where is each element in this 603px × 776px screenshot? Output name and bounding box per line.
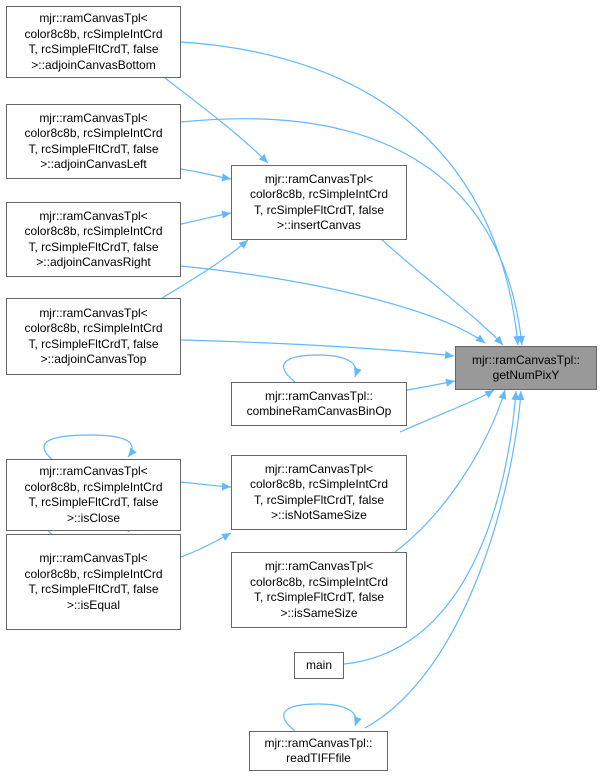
node-line: >::adjoinCanvasLeft bbox=[40, 157, 147, 171]
node-line: readTIFFfile bbox=[286, 751, 351, 765]
node-adjoin-canvas-top[interactable]: mjr::ramCanvasTpl< color8c8b, rcSimpleIn… bbox=[6, 298, 181, 375]
edge-isnotsame-target bbox=[399, 389, 495, 433]
node-line: mjr::ramCanvasTpl:: bbox=[264, 388, 373, 403]
node-line: mjr::ramCanvasTpl< bbox=[39, 464, 148, 478]
node-line: >::isClose bbox=[66, 510, 121, 525]
node-line: T, rcSimpleFltCrdT, false bbox=[28, 141, 159, 156]
node-line: mjr::ramCanvasTpl< bbox=[264, 461, 374, 476]
node-line: T, rcSimpleFltCrdT, false bbox=[28, 239, 159, 254]
node-line: mjr::ramCanvasTpl< bbox=[39, 110, 148, 125]
node-is-equal[interactable]: mjr::ramCanvasTpl< color8c8b, rcSimpleIn… bbox=[6, 534, 181, 630]
edge-adjoinright-target bbox=[180, 265, 486, 344]
node-line: >::isEqual bbox=[66, 597, 121, 612]
edge-combine-self bbox=[283, 354, 362, 383]
node-line: >::isNotSameSize bbox=[271, 508, 367, 522]
edge-adjointop-target bbox=[180, 339, 455, 359]
node-line: main bbox=[305, 657, 332, 672]
node-read-tiff-file[interactable]: mjr::ramCanvasTpl:: readTIFFfile bbox=[249, 731, 388, 771]
node-line: mjr::ramCanvasTpl< bbox=[39, 551, 148, 565]
node-line: mjr::ramCanvasTpl:: bbox=[471, 352, 581, 367]
edge-combine-target bbox=[406, 378, 456, 391]
node-combine-ram-canvas-bin-op[interactable]: mjr::ramCanvasTpl:: combineRamCanvasBinO… bbox=[231, 382, 407, 426]
node-line: mjr::ramCanvasTpl< bbox=[264, 559, 374, 573]
edge-adjoinright-insert bbox=[180, 210, 232, 225]
node-line: mjr::ramCanvasTpl< bbox=[264, 171, 374, 186]
node-line: mjr::ramCanvasTpl< bbox=[39, 11, 148, 25]
node-line: T, rcSimpleFltCrdT, false bbox=[253, 590, 385, 604]
edge-isequal-isnotsame bbox=[180, 532, 232, 558]
node-line: T, rcSimpleFltCrdT, false bbox=[28, 582, 159, 596]
node-line: color8c8b, rcSimpleIntCrd bbox=[24, 321, 163, 335]
node-is-same-size[interactable]: mjr::ramCanvasTpl< color8c8b, rcSimpleIn… bbox=[231, 552, 407, 628]
edge-adjointop-insert bbox=[161, 239, 249, 299]
node-line: color8c8b, rcSimpleIntCrd bbox=[249, 477, 389, 491]
node-adjoin-canvas-right[interactable]: mjr::ramCanvasTpl< color8c8b, rcSimpleIn… bbox=[6, 202, 181, 277]
node-line: color8c8b, rcSimpleIntCrd bbox=[24, 126, 163, 140]
node-line: T, rcSimpleFltCrdT, false bbox=[28, 336, 159, 351]
node-line: color8c8b, rcSimpleIntCrd bbox=[24, 566, 163, 581]
node-is-close[interactable]: mjr::ramCanvasTpl< color8c8b, rcSimpleIn… bbox=[6, 459, 181, 531]
node-is-not-same-size[interactable]: mjr::ramCanvasTpl< color8c8b, rcSimpleIn… bbox=[231, 455, 407, 530]
edge-adjoinbottom-insert bbox=[164, 77, 269, 164]
edge-isclose-self bbox=[43, 434, 137, 463]
edge-adjoinleft-target bbox=[180, 118, 525, 346]
node-line: T, rcSimpleFltCrdT, false bbox=[253, 492, 385, 507]
node-line: T, rcSimpleFltCrdT, false bbox=[28, 495, 159, 509]
node-line: >::adjoinCanvasTop bbox=[40, 352, 147, 366]
node-line: getNumPixY bbox=[492, 368, 560, 382]
node-line: combineRamCanvasBinOp bbox=[246, 404, 392, 418]
edge-main-target bbox=[343, 390, 520, 665]
edge-isclose-isnotsame bbox=[180, 481, 232, 491]
node-adjoin-canvas-bottom[interactable]: mjr::ramCanvasTpl< color8c8b, rcSimpleIn… bbox=[6, 6, 181, 78]
edge-readtiff-self bbox=[283, 703, 362, 732]
node-adjoin-canvas-left[interactable]: mjr::ramCanvasTpl< color8c8b, rcSimpleIn… bbox=[6, 104, 181, 179]
node-line: color8c8b, rcSimpleIntCrd bbox=[24, 26, 163, 41]
node-line: T, rcSimpleFltCrdT, false bbox=[253, 202, 385, 217]
node-line: color8c8b, rcSimpleIntCrd bbox=[249, 187, 389, 201]
node-line: mjr::ramCanvasTpl:: bbox=[264, 735, 373, 750]
edge-adjoinbottom-target bbox=[180, 41, 522, 346]
node-line: >::adjoinCanvasBottom bbox=[31, 57, 156, 72]
edge-insert-target bbox=[379, 237, 504, 346]
node-main[interactable]: main bbox=[294, 652, 344, 679]
node-line: T, rcSimpleFltCrdT, false bbox=[28, 42, 159, 56]
node-line: >::insertCanvas bbox=[277, 218, 361, 232]
node-line: color8c8b, rcSimpleIntCrd bbox=[24, 479, 163, 494]
node-line: color8c8b, rcSimpleIntCrd bbox=[249, 574, 389, 589]
node-get-num-pix-y: mjr::ramCanvasTpl:: getNumPixY bbox=[455, 346, 597, 390]
edge-readtiff-target bbox=[364, 390, 525, 729]
edge-adjoinleft-insert bbox=[180, 168, 232, 182]
node-line: >::adjoinCanvasRight bbox=[36, 255, 151, 269]
node-line: >::isSameSize bbox=[280, 605, 358, 620]
edge-issame-target bbox=[394, 389, 507, 553]
node-insert-canvas[interactable]: mjr::ramCanvasTpl< color8c8b, rcSimpleIn… bbox=[231, 165, 407, 240]
node-line: mjr::ramCanvasTpl< bbox=[39, 305, 148, 320]
node-line: color8c8b, rcSimpleIntCrd bbox=[24, 224, 163, 238]
node-line: mjr::ramCanvasTpl< bbox=[39, 208, 148, 223]
